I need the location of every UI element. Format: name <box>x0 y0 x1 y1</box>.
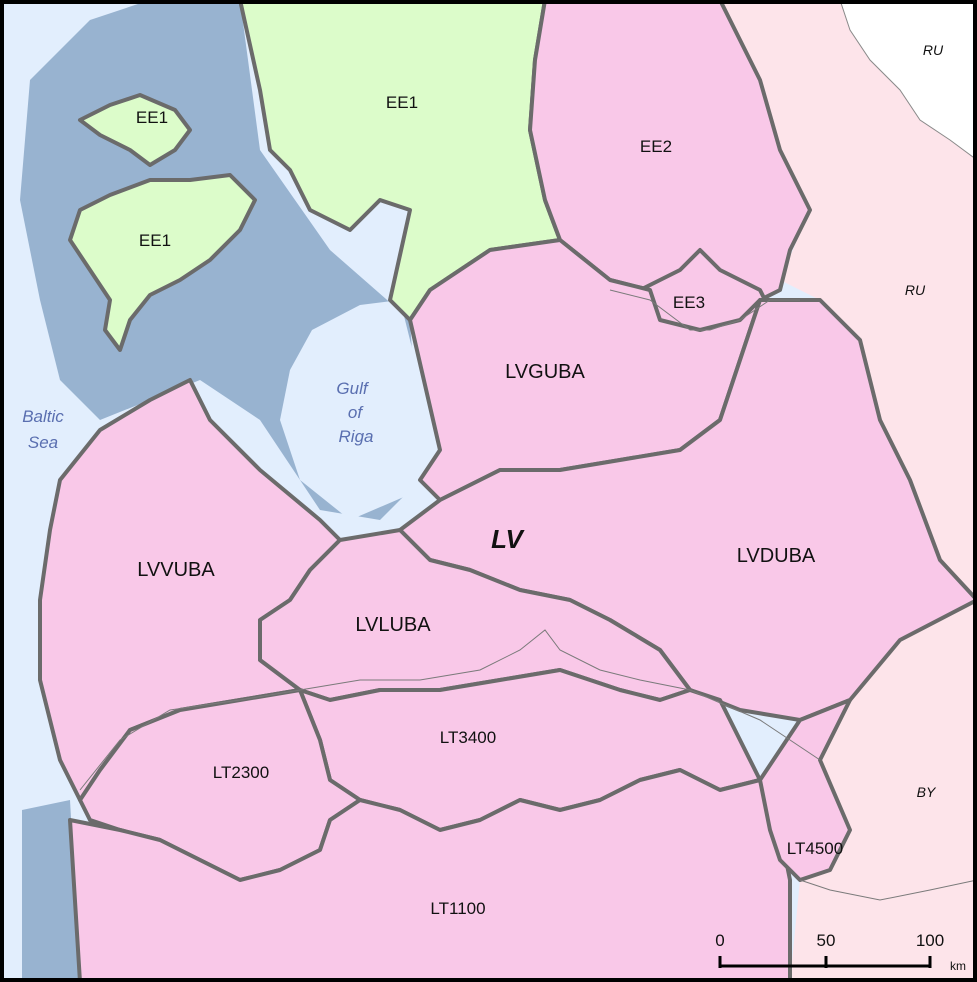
label-ee1-saaremaa: EE1 <box>139 231 171 250</box>
label-country-by: BY <box>917 784 937 800</box>
label-ee3: EE3 <box>673 293 705 312</box>
label-lt4500: LT4500 <box>787 839 843 858</box>
basin-ee1-hiiumaa-island <box>78 93 192 167</box>
label-lt2300: LT2300 <box>213 763 269 782</box>
label-lvduba: LVDUBA <box>737 545 816 567</box>
label-gulf-line2: of <box>348 403 364 422</box>
gulf-of-riga-water <box>280 300 440 520</box>
scale-bar-label-50: 50 <box>817 931 836 950</box>
label-lt1100: LT1100 <box>430 899 485 918</box>
label-baltic-sea-line1: Baltic <box>22 407 64 426</box>
scale-bar-label-0: 0 <box>715 931 724 950</box>
estonia-latvia-border <box>609 289 800 331</box>
belarus-border <box>799 879 977 901</box>
russia-north-area <box>839 0 977 161</box>
scale-bar-unit: km <box>950 959 966 973</box>
basin-ee1-saaremaa-island <box>68 173 257 352</box>
belarus-region <box>820 700 977 982</box>
basin-lt4500 <box>758 698 852 882</box>
label-country-ru-top: RU <box>923 42 944 58</box>
scale-bar: 0 50 100 km <box>715 931 966 973</box>
latvia-lithuania-border <box>79 629 821 791</box>
label-ee1-hiiumaa: EE1 <box>136 108 168 127</box>
label-lt3400: LT3400 <box>440 728 496 747</box>
label-country-ru-mid: RU <box>905 282 926 298</box>
label-ee1-mainland: EE1 <box>386 93 418 112</box>
label-lvvuba: LVVUBA <box>137 559 215 581</box>
label-baltic-sea-line2: Sea <box>28 433 58 452</box>
scale-bar-label-100: 100 <box>916 931 944 950</box>
coastal-deep-water <box>22 800 80 982</box>
label-lvluba: LVLUBA <box>355 614 431 636</box>
label-country-lv: LV <box>491 524 525 554</box>
label-gulf-line3: Riga <box>339 427 374 446</box>
label-gulf-line1: Gulf <box>336 379 369 398</box>
label-ee2: EE2 <box>640 137 672 156</box>
label-lvguba: LVGUBA <box>505 361 585 383</box>
